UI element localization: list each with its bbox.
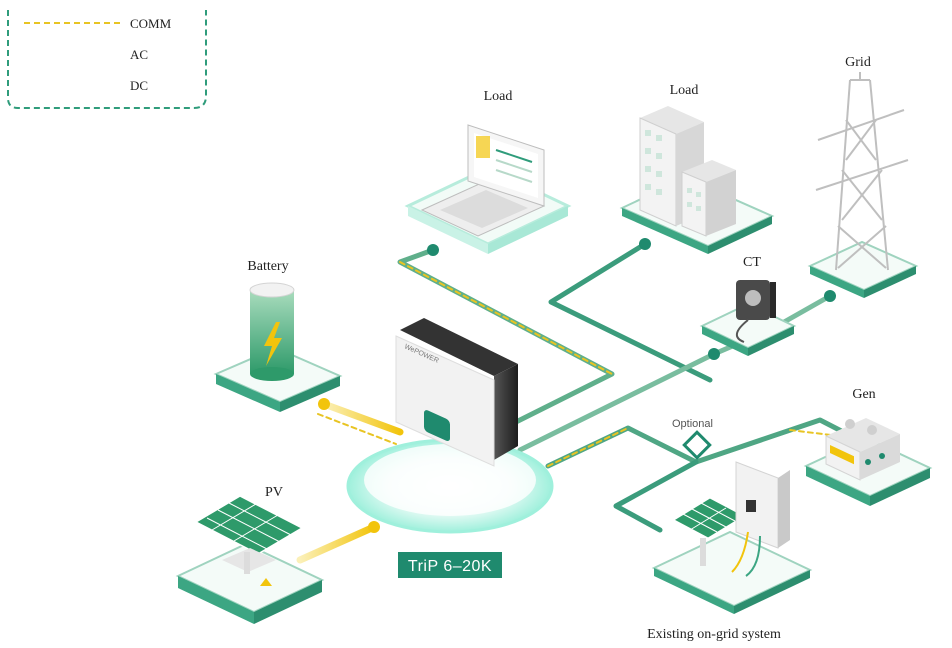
line-gen-comm [547,427,629,467]
line-battery [320,400,404,436]
node-grid [824,290,836,302]
legend-ac-label: AC [130,47,148,62]
laptop-load-node: Load [404,89,572,254]
model-label: TriP 6–20K [408,558,492,575]
building-icon [639,106,736,237]
gen-label: Gen [852,387,875,402]
node-building [639,238,651,250]
legend-comm-label: COMM [130,16,172,31]
inverter-node: WePOWER TriP 6–20K [346,318,554,578]
ct-clamp-icon [736,280,776,343]
model-badge [398,552,502,578]
battery-label: Battery [247,259,288,274]
optional-switch: Optional [672,418,713,460]
line-existing [613,459,699,533]
laptop-icon [420,124,546,237]
existing-inverter-icon [731,461,790,577]
node-ct [708,348,720,360]
generator-icon [825,418,900,481]
battery-icon [249,282,295,381]
pv-node: PV [175,485,325,624]
legend-dc-label: DC [130,78,148,93]
grid-label: Grid [845,55,871,70]
optional-label: Optional [672,418,713,430]
node-pv [368,521,380,533]
line-laptop-comm [399,261,613,375]
load-laptop-label: Load [484,89,513,104]
ct-node: CT [699,255,797,356]
connections [296,238,858,564]
node-laptop [427,244,439,256]
battery-node: Battery [213,259,343,412]
ct-label: CT [743,255,761,270]
existing-system-node: Existing on-grid system [647,461,813,642]
grid-node: Grid [807,55,919,298]
line-pv [296,523,378,564]
line-building [548,241,713,383]
node-battery [318,398,330,410]
transmission-tower-icon [815,72,909,271]
building-load-node: Load [619,83,775,254]
inverter-icon: WePOWER [395,318,518,467]
load-building-label: Load [670,83,699,98]
existing-solar-panel-icon [672,497,746,566]
legend: COMM AC DC [7,10,207,109]
gen-node: Gen [803,387,933,506]
pv-label: PV [265,485,283,500]
existing-label: Existing on-grid system [647,627,781,642]
solar-panel-icon [194,495,304,586]
line-battery-comm [317,413,397,445]
